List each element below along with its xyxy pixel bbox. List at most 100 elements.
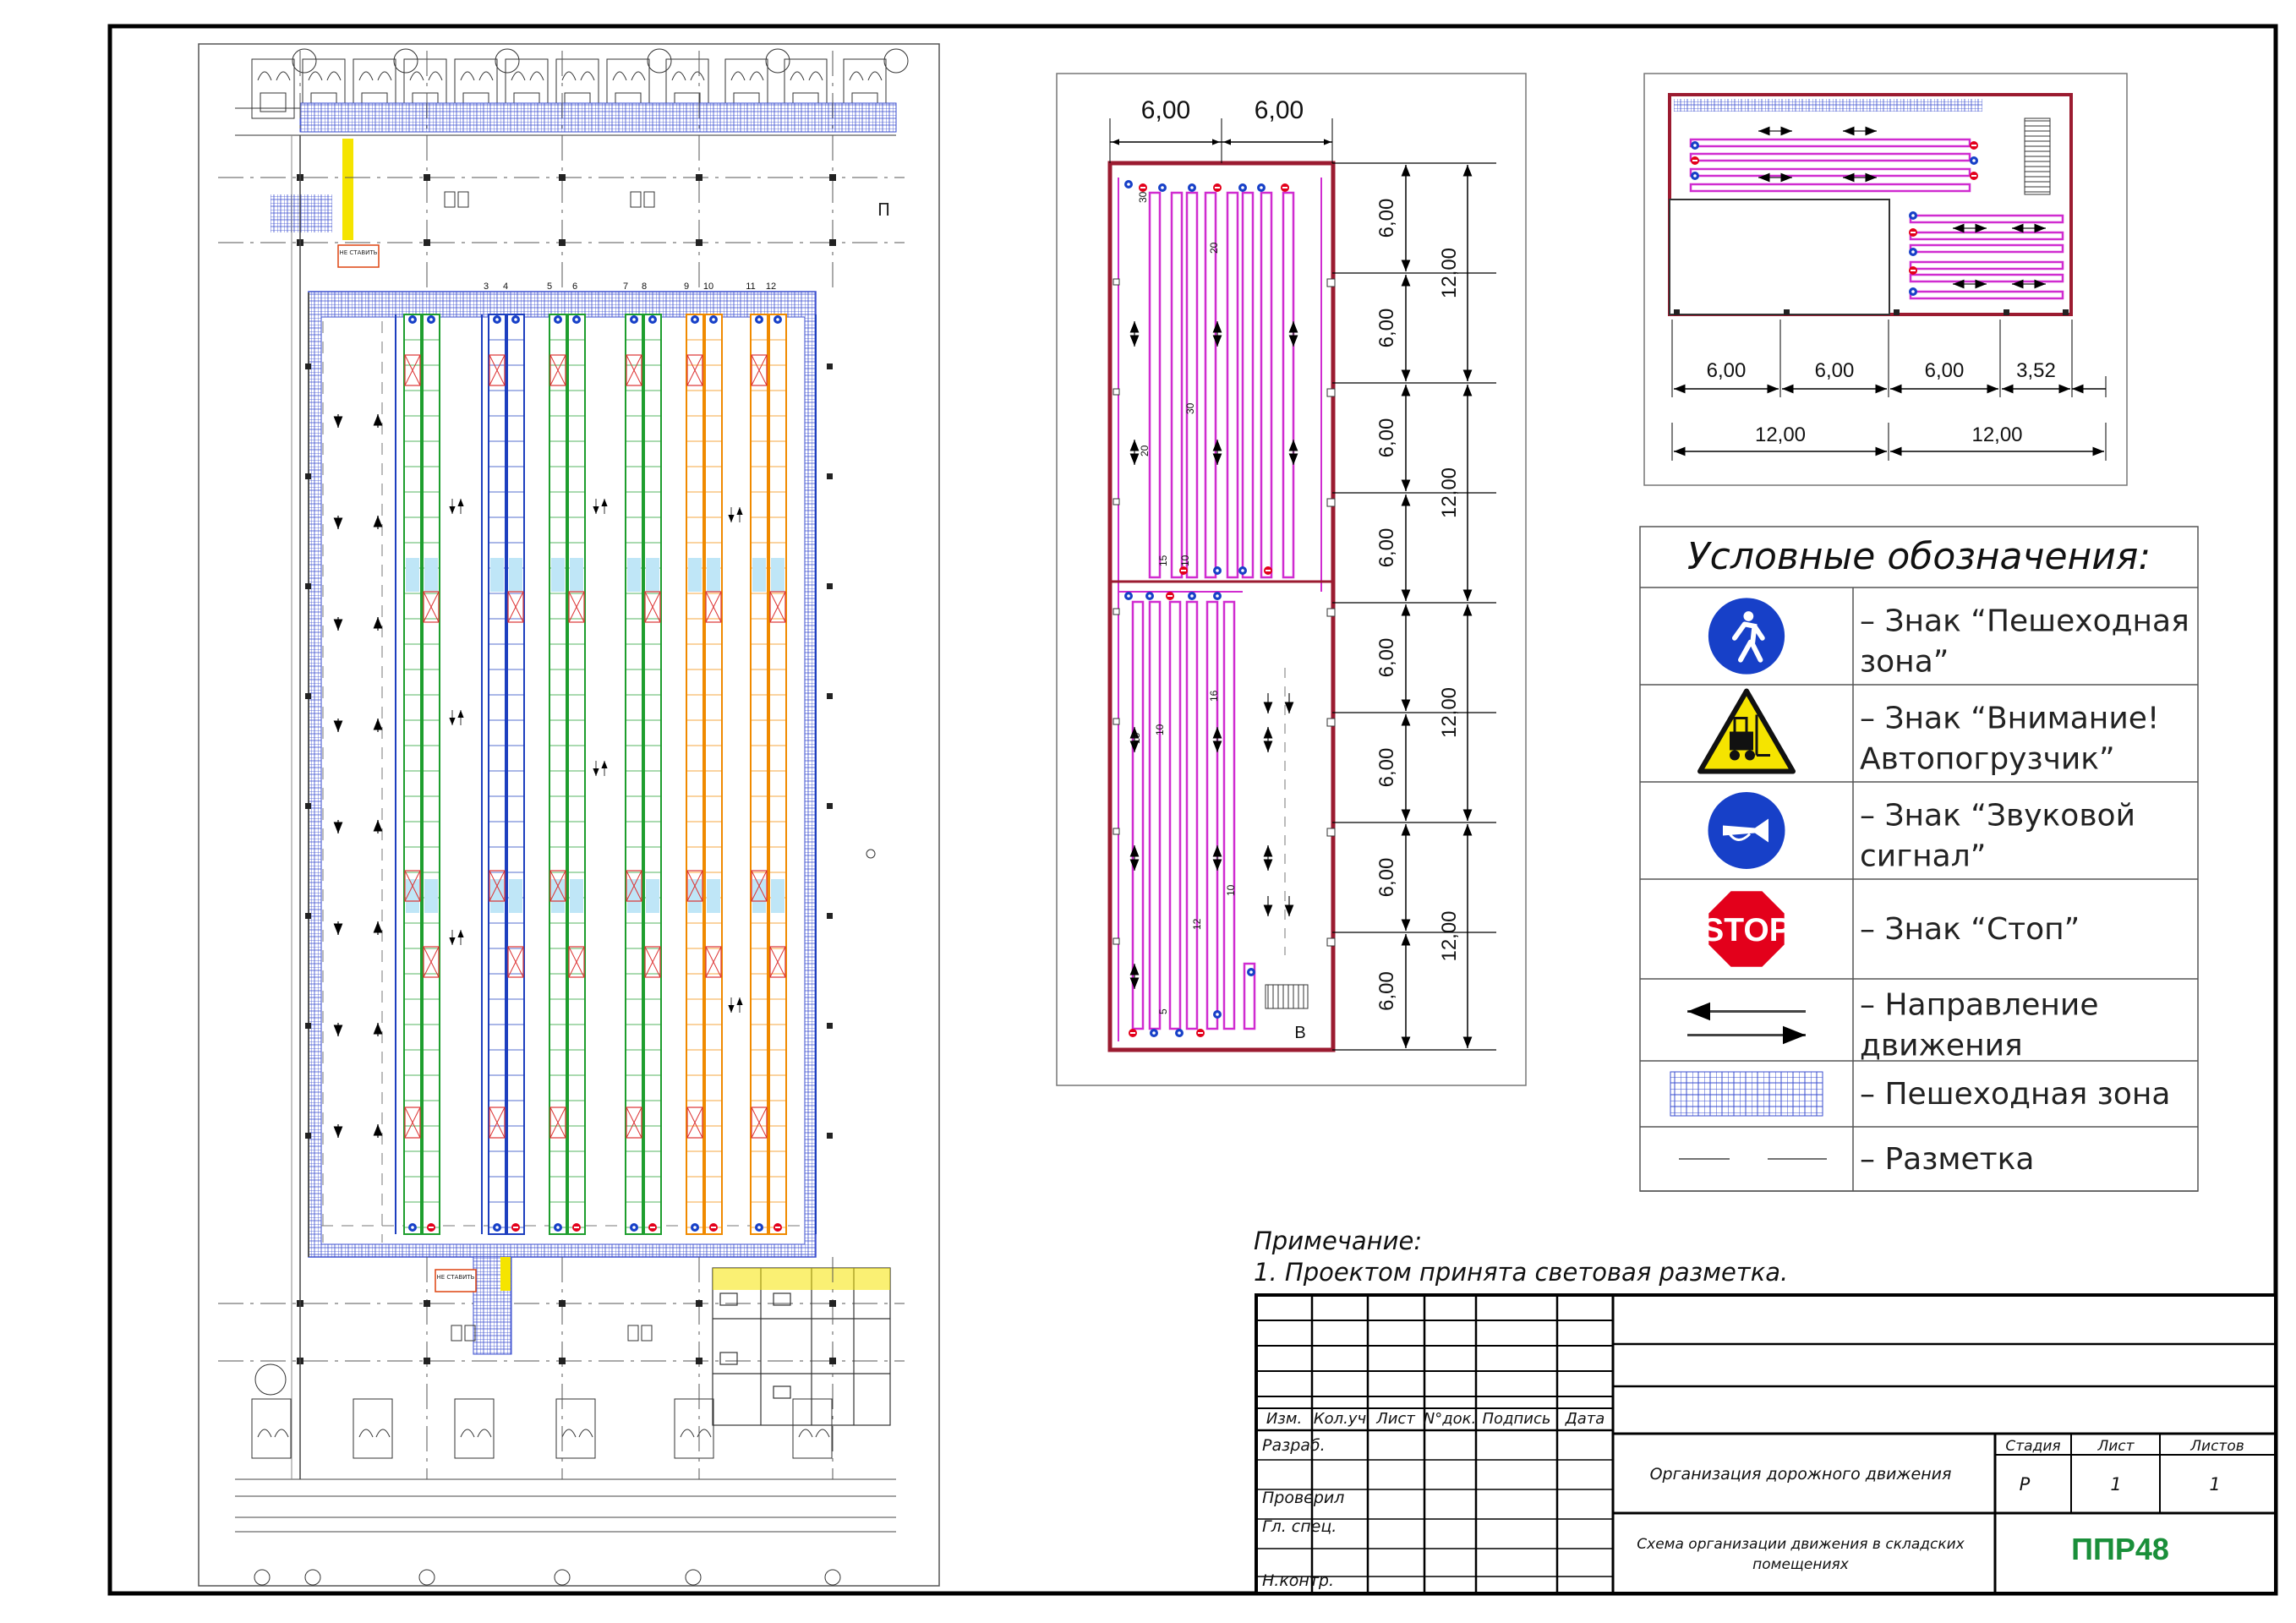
rack-number: 10 xyxy=(1154,724,1166,735)
title-block-header: N°док. xyxy=(1424,1410,1477,1428)
column-marker xyxy=(883,48,909,74)
dim-right-small: 6,00 xyxy=(1375,971,1398,1011)
x-marker xyxy=(686,1107,703,1139)
title-block-header: Лист xyxy=(1375,1410,1415,1428)
rack-number: 15 xyxy=(1157,555,1169,566)
dim-top-2: 6,00 xyxy=(1255,96,1304,124)
x-marker xyxy=(423,591,440,623)
pedestrian-hatch-icon xyxy=(1670,1071,1823,1117)
dim-c-row1: 6,00 xyxy=(1707,359,1747,382)
rack xyxy=(567,314,586,1235)
x-marker xyxy=(686,354,703,386)
dim-right-small: 6,00 xyxy=(1375,199,1398,238)
company-logo: ППР48 xyxy=(2071,1532,2169,1566)
svg-text:П: П xyxy=(877,199,890,220)
dim-c-row2: 12,00 xyxy=(1971,424,2022,446)
column-marker xyxy=(304,1569,321,1586)
aisle-number: 10 xyxy=(703,281,713,292)
legend-text-line-2: движения xyxy=(1860,1029,2023,1063)
rack xyxy=(488,314,506,1235)
rack xyxy=(750,314,768,1235)
x-marker xyxy=(549,354,566,386)
stair-icon xyxy=(1265,984,1309,1009)
x-marker xyxy=(705,591,722,623)
bottom-loading-docks xyxy=(251,849,876,1586)
rack-number: 10 xyxy=(1179,555,1191,566)
stair-label: В xyxy=(1294,1024,1305,1042)
x-marker xyxy=(769,591,786,623)
aisle-number: 5 xyxy=(547,281,552,292)
dim-c-row1: 3,52 xyxy=(2016,359,2056,382)
warehouse-racks xyxy=(305,314,833,1235)
rack xyxy=(422,314,440,1235)
sheets-label: Листов xyxy=(2189,1438,2244,1455)
x-marker xyxy=(751,1107,768,1139)
dim-c-row1: 6,00 xyxy=(1925,359,1965,382)
rack xyxy=(768,314,787,1235)
pedestrian-zone-sign-icon xyxy=(1705,594,1788,678)
legend-title: Условные обозначения: xyxy=(1687,535,2151,578)
no-parking-label-top: НЕ СТАВИТЬ xyxy=(340,249,378,256)
rack xyxy=(1204,191,1217,579)
sheet-title-line-2: помещениях xyxy=(1752,1556,1850,1573)
column-marker xyxy=(685,1569,702,1586)
dim-right-small: 6,00 xyxy=(1375,528,1398,568)
column-marker xyxy=(254,1569,271,1586)
column-marker xyxy=(647,48,672,74)
legend-text-line-2: сигнал” xyxy=(1860,839,1986,874)
dock-bay xyxy=(251,58,295,119)
column-marker xyxy=(292,48,317,74)
stop-sign-text: STOP xyxy=(1702,912,1790,948)
x-marker xyxy=(751,870,768,902)
rack-number: 30 xyxy=(1184,402,1196,414)
x-marker xyxy=(404,1107,421,1139)
legend: Условные обозначения: – Знак “Пешеходная… xyxy=(1639,526,2199,1192)
note-title: Примечание: xyxy=(1254,1227,1422,1255)
title-block-role: Гл. спец. xyxy=(1262,1517,1337,1536)
dim-right-small: 6,00 xyxy=(1375,309,1398,348)
chair-icon xyxy=(444,191,456,208)
aisle-number: 11 xyxy=(746,281,755,292)
title-block-role: Проверил xyxy=(1262,1489,1344,1507)
dim-right-big: 12,00 xyxy=(1438,467,1461,518)
column-marker xyxy=(495,48,520,74)
column-marker xyxy=(393,48,418,74)
rack xyxy=(625,314,643,1235)
dim-right-big: 12,00 xyxy=(1438,248,1461,298)
rack xyxy=(643,314,662,1235)
x-marker xyxy=(489,354,506,386)
rack xyxy=(1148,191,1162,579)
legend-text-line-2: Автопогрузчик” xyxy=(1860,742,2115,777)
dock-bay xyxy=(555,1398,596,1459)
rack xyxy=(1222,600,1236,1030)
dock-bay xyxy=(251,1398,292,1459)
rack xyxy=(1168,600,1182,1030)
aisle-number: 7 xyxy=(623,281,628,292)
legend-text-line-2: зона” xyxy=(1860,645,1949,680)
rack xyxy=(1241,191,1255,579)
no-parking-label-bottom: НЕ СТАВИТЬ xyxy=(437,1274,475,1281)
dim-top-1: 6,00 xyxy=(1141,96,1190,124)
rack xyxy=(704,314,723,1235)
note-line-1: 1. Проектом принята световая разметка. xyxy=(1254,1258,1788,1287)
dim-right-big: 12,00 xyxy=(1438,687,1461,738)
rack xyxy=(506,314,525,1235)
aisle-number: 4 xyxy=(503,281,508,292)
legend-text: – Знак “Стоп” xyxy=(1860,912,2080,947)
rack xyxy=(549,314,567,1235)
dock-bay xyxy=(674,1398,714,1459)
stage-label: Стадия xyxy=(2005,1438,2060,1455)
stage-value: Р xyxy=(2020,1474,2031,1495)
rack xyxy=(686,314,704,1235)
dock-bay xyxy=(792,1398,833,1459)
x-marker xyxy=(568,946,585,978)
project-title: Организация дорожного движения xyxy=(1650,1465,1952,1484)
x-marker xyxy=(549,870,566,902)
dim-right-small: 6,00 xyxy=(1375,748,1398,788)
dock-bay xyxy=(454,1398,495,1459)
x-marker xyxy=(568,591,585,623)
legend-text: – Направление xyxy=(1860,988,2098,1023)
